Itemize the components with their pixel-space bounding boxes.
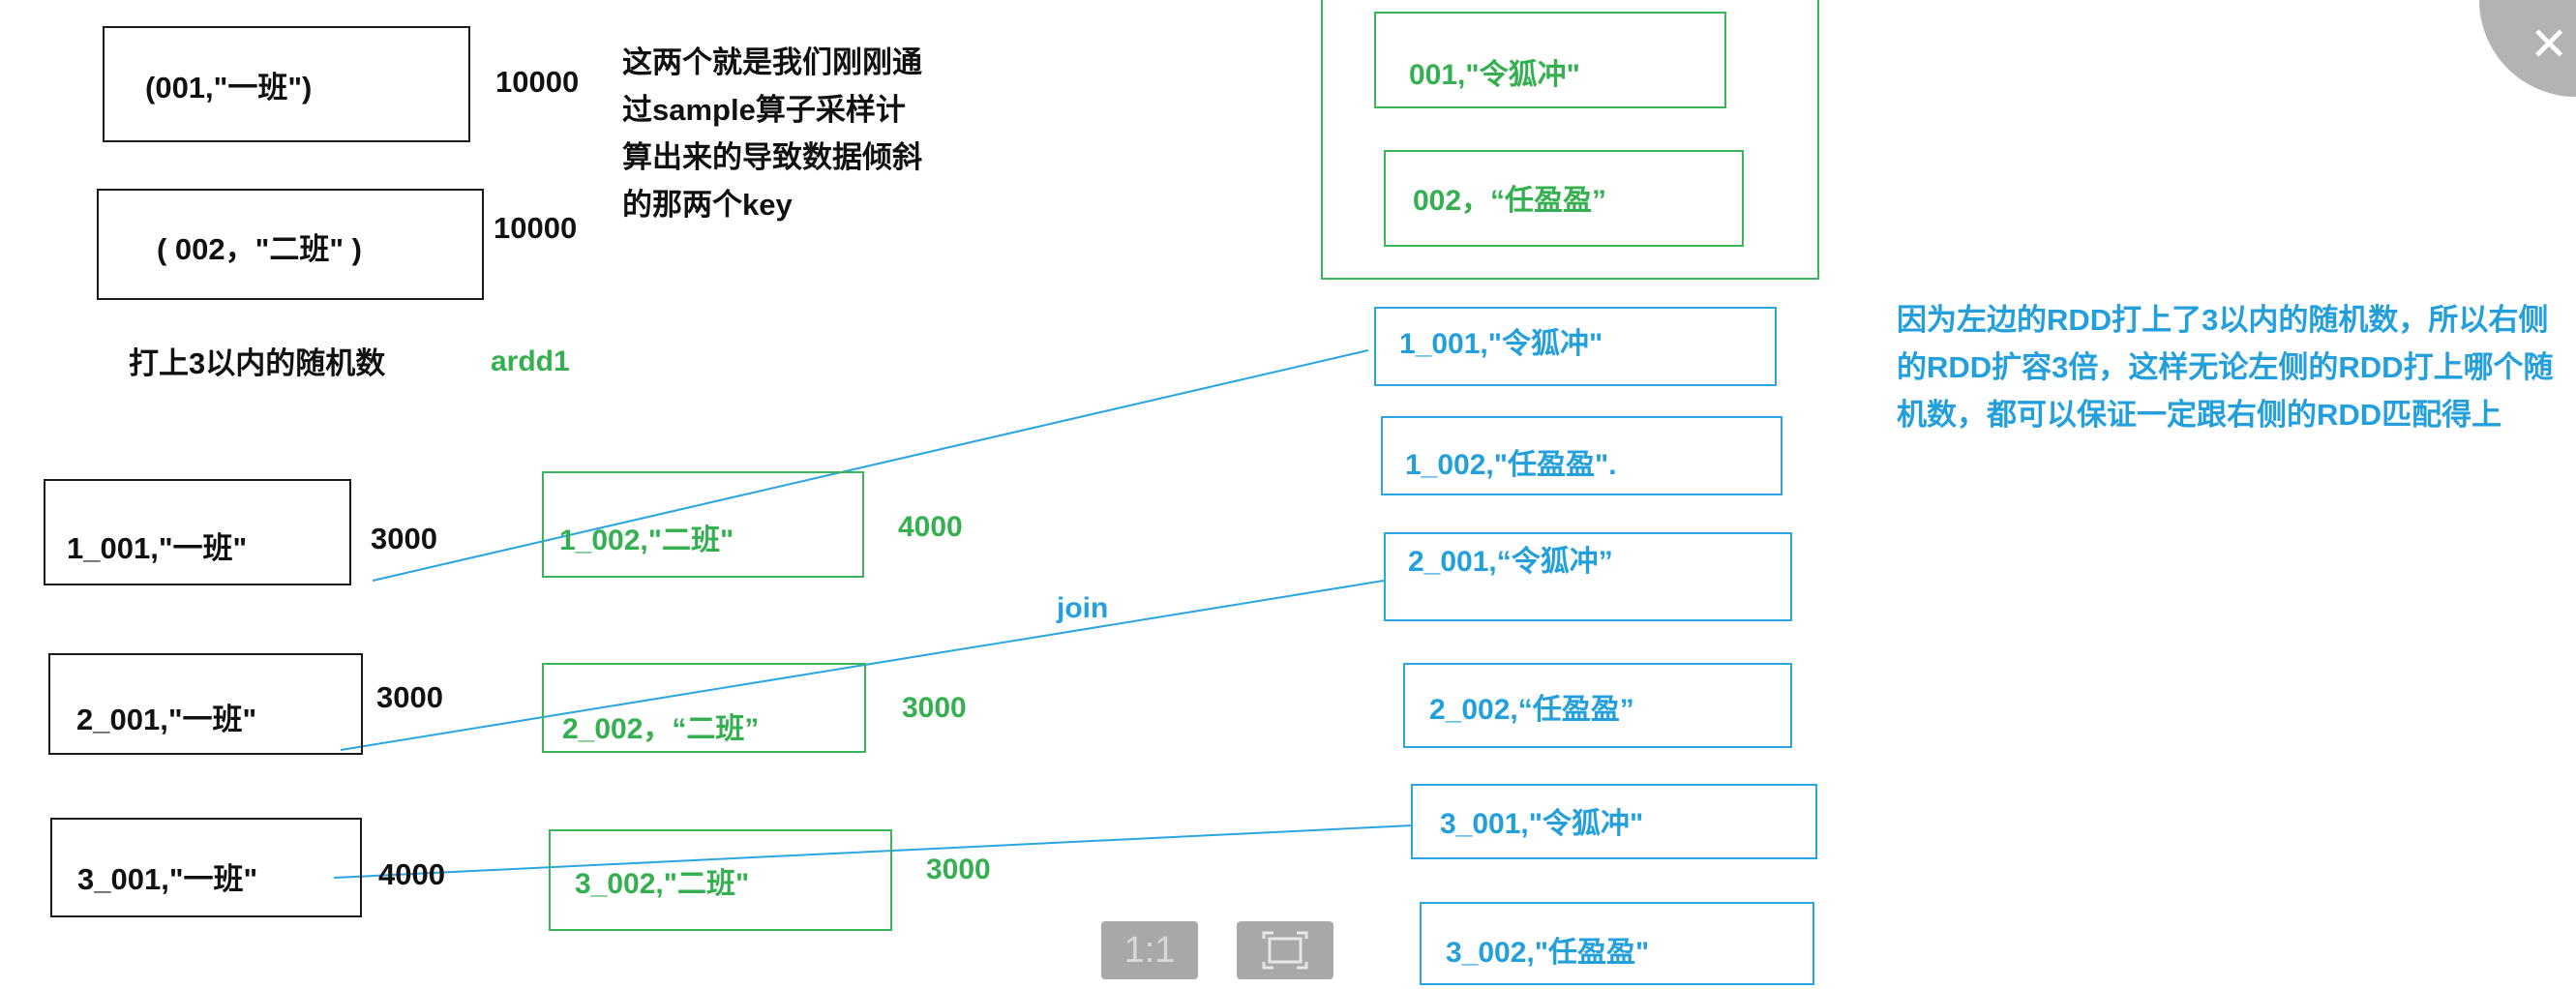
right-expanded-key-6: 3_002,"任盈盈" (1446, 937, 1650, 969)
mid-random-box-3 (549, 829, 892, 931)
left-random-box-2 (48, 653, 363, 755)
skew-explanation-line-3: 算出来的导致数据倾斜 (622, 140, 922, 174)
right-expanded-key-2: 1_002,"任盈盈". (1405, 449, 1617, 481)
expansion-explanation-line-1: 因为左边的RDD打上了3以内的随机数，所以右侧 (1897, 303, 2549, 337)
join-label: join (1057, 592, 1109, 624)
right-expanded-key-3: 2_001,“令狐冲” (1408, 546, 1613, 578)
rdd-label: ardd1 (491, 345, 570, 377)
fit-screen-button[interactable] (1237, 921, 1333, 979)
skew-key-1: (001,"一班") (145, 71, 313, 105)
actual-size-label: 1:1 (1123, 930, 1176, 971)
left-random-count-3: 4000 (378, 857, 445, 891)
mid-random-box-1 (542, 471, 864, 578)
skew-explanation: 这两个就是我们刚刚通 过sample算子采样计 算出来的导致数据倾斜 的那两个k… (622, 39, 922, 228)
left-random-key-1: 1_001,"一班" (67, 531, 248, 565)
right-expanded-box-1 (1374, 307, 1777, 386)
join-line-3 (333, 824, 1414, 879)
right-expanded-box-6 (1420, 902, 1814, 985)
actual-size-button[interactable]: 1:1 (1101, 921, 1198, 979)
mid-random-count-3: 3000 (926, 854, 991, 885)
skew-key-2: ( 002，"二班" ) (157, 232, 362, 266)
skew-explanation-line-4: 的那两个key (622, 188, 793, 222)
right-key-box-2 (1384, 150, 1744, 247)
left-random-box-1 (44, 479, 351, 585)
mid-random-count-1: 4000 (898, 511, 963, 543)
right-expanded-key-4: 2_002,“任盈盈” (1429, 694, 1634, 726)
skew-key-box-2 (97, 189, 484, 300)
right-key-box-1 (1374, 12, 1726, 108)
right-key-2: 002，“任盈盈” (1413, 185, 1607, 217)
close-icon: ✕ (2530, 19, 2569, 71)
right-expanded-key-5: 3_001,"令狐冲" (1440, 808, 1644, 840)
skew-key-1-count: 10000 (495, 65, 580, 99)
left-random-key-3: 3_001,"一班" (77, 862, 258, 896)
mid-random-count-2: 3000 (902, 692, 967, 724)
mid-random-key-3: 3_002,"二班" (575, 868, 750, 900)
right-key-1: 001,"令狐冲" (1409, 59, 1580, 91)
left-random-box-3 (50, 818, 362, 917)
mid-random-key-2: 2_002，“二班” (562, 713, 760, 745)
join-line-2 (340, 580, 1385, 751)
skew-explanation-line-1: 这两个就是我们刚刚通 (622, 45, 922, 79)
skew-key-box-1 (103, 26, 470, 142)
right-expanded-box-3 (1384, 532, 1792, 621)
join-line-1 (372, 349, 1369, 582)
mid-random-key-1: 1_002,"二班" (559, 524, 734, 556)
left-random-count-2: 3000 (376, 680, 443, 714)
expansion-explanation-line-2: 的RDD扩容3倍，这样无论左侧的RDD打上哪个随 (1897, 350, 2554, 384)
right-rdd-container (1321, 0, 1819, 280)
left-random-count-1: 3000 (371, 522, 437, 555)
right-expanded-key-1: 1_001,"令狐冲" (1399, 328, 1603, 360)
right-expanded-box-5 (1411, 784, 1817, 859)
right-expanded-box-2 (1381, 416, 1782, 495)
expansion-explanation: 因为左边的RDD打上了3以内的随机数，所以右侧 的RDD扩容3倍，这样无论左侧的… (1897, 296, 2554, 438)
fit-screen-icon (1262, 931, 1308, 970)
right-expanded-box-4 (1403, 663, 1792, 748)
expansion-explanation-line-3: 机数，都可以保证一定跟右侧的RDD匹配得上 (1897, 398, 2502, 432)
random-prefix-label: 打上3以内的随机数 (129, 346, 386, 380)
left-random-key-2: 2_001,"一班" (76, 703, 257, 736)
skew-key-2-count: 10000 (494, 211, 578, 245)
mid-random-box-2 (542, 663, 866, 753)
skew-explanation-line-2: 过sample算子采样计 (622, 93, 906, 127)
